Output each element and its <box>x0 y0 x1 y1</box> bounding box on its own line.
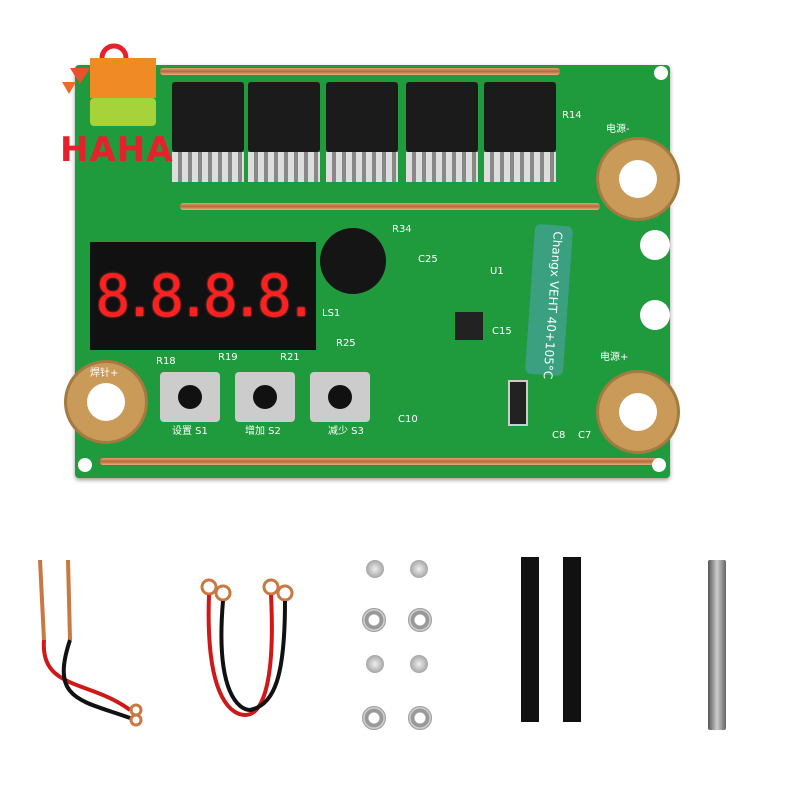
mount-hole <box>78 458 92 472</box>
label-c7: C7 <box>578 430 592 441</box>
insulating-tape <box>563 557 581 722</box>
label-r14: R14 <box>562 110 582 121</box>
label-power-positive: 电源+ <box>600 352 629 363</box>
label-r19: R19 <box>218 352 238 363</box>
nickel-strip <box>708 560 726 730</box>
mount-hole <box>652 458 666 472</box>
label-weld-positive: 焊针+ <box>90 368 119 379</box>
diode <box>508 380 528 426</box>
mosfet-legs <box>248 152 320 182</box>
label-power-negative: 电源- <box>606 124 630 135</box>
label-c15: C15 <box>492 326 512 337</box>
mosfet-legs <box>172 152 244 182</box>
label-s2: 增加 S2 <box>245 426 281 437</box>
decrease-button-s3[interactable] <box>310 372 370 422</box>
mount-hole <box>640 230 670 260</box>
mosfet <box>406 82 478 152</box>
microcontroller-chip <box>455 312 483 340</box>
mosfet <box>484 82 556 152</box>
label-r34: R34 <box>392 224 412 235</box>
mount-hole <box>640 300 670 330</box>
weld-positive-pad <box>64 360 148 444</box>
mosfet <box>172 82 244 152</box>
power-negative-pad <box>596 137 680 221</box>
welding-pen-leads <box>30 559 150 730</box>
mosfet-legs <box>406 152 478 182</box>
screw <box>366 560 384 578</box>
washer <box>362 608 386 632</box>
label-r21: R21 <box>280 352 300 363</box>
label-s1: 设置 S1 <box>172 426 208 437</box>
mosfet <box>326 82 398 152</box>
mosfet-legs <box>326 152 398 182</box>
washer <box>362 706 386 730</box>
logo-text: HAHA <box>60 130 174 170</box>
screw <box>366 655 384 673</box>
set-button-s1[interactable] <box>160 372 220 422</box>
mosfet-legs <box>484 152 556 182</box>
label-ls1: LS1 <box>322 308 341 319</box>
power-positive-pad <box>596 370 680 454</box>
label-u1: U1 <box>490 266 504 277</box>
copper-bar <box>100 458 660 465</box>
mount-hole <box>654 66 668 80</box>
screw <box>410 655 428 673</box>
increase-button-s2[interactable] <box>235 372 295 422</box>
capacitor-label: Changx VEHT 40+105°C <box>540 230 565 380</box>
copper-bar <box>160 68 560 75</box>
seven-segment-display: 8.8.8.8. <box>90 242 319 350</box>
power-cables <box>195 575 295 725</box>
label-r18: R18 <box>156 356 176 367</box>
label-r25: R25 <box>336 338 356 349</box>
label-s3: 减少 S3 <box>328 426 364 437</box>
copper-bar <box>180 203 600 210</box>
mosfet <box>248 82 320 152</box>
label-c8: C8 <box>552 430 566 441</box>
screw <box>410 560 428 578</box>
washer <box>408 608 432 632</box>
label-c25: C25 <box>418 254 438 265</box>
label-c10: C10 <box>398 414 418 425</box>
buzzer <box>320 228 386 294</box>
haha-logo <box>62 40 162 140</box>
insulating-tape <box>521 557 539 722</box>
washer <box>408 706 432 730</box>
